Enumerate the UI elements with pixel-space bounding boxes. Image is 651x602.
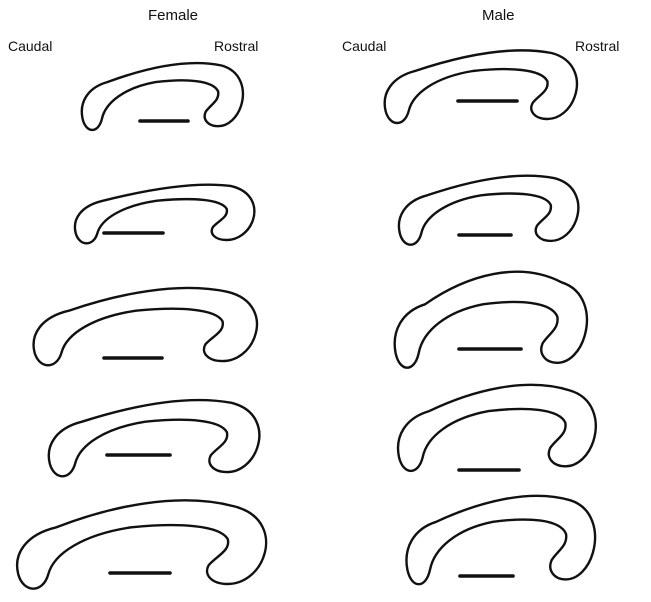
- female-callosum-outline-4: [49, 400, 260, 476]
- female-callosum-outline-3: [34, 288, 257, 365]
- male-callosum-outline-1: [385, 50, 577, 123]
- female-callosum-outline-5: [17, 500, 266, 588]
- male-callosum-outline-5: [406, 496, 595, 584]
- male-callosum-outline-3: [395, 272, 587, 368]
- male-callosum-outline-4: [398, 385, 596, 471]
- female-callosum-outline-2: [75, 185, 254, 244]
